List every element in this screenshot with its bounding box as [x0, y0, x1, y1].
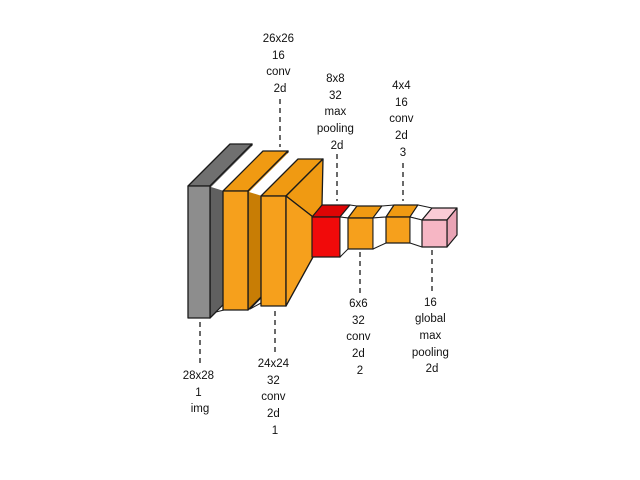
- layer-box-conv2d-1: [260, 158, 324, 307]
- connector-front-face: [409, 216, 423, 248]
- conv2d-1-front-face: [260, 195, 287, 307]
- connector-front-face: [372, 216, 387, 250]
- label-input-image: 28x28 1 img: [183, 370, 218, 415]
- label-global-max-pooling2d: 16 global max pooling 2d: [412, 297, 452, 375]
- label-conv2d-3: 4x4 16 conv 2d 3: [389, 80, 417, 159]
- label-max-pooling2d: 8x8 32 max pooling 2d: [317, 73, 357, 152]
- connector-conv2d-3-global-pooling: [409, 204, 433, 248]
- label-conv2d-1: 24x24 32 conv 2d 1: [258, 358, 293, 437]
- layer-box-global-max-pooling2d: [421, 207, 458, 248]
- diagram-shapes: [187, 143, 458, 319]
- label-conv2d: 26x26 16 conv 2d: [263, 33, 298, 95]
- max-pooling2d-front-face: [311, 216, 341, 258]
- conv2d-3-front-face: [385, 216, 411, 244]
- global-max-pooling2d-front-face: [421, 219, 448, 248]
- layer-labels: 26x26 16 conv 2d 8x8 32 max pooling 2d 4…: [183, 33, 452, 437]
- gap-conv2d-conv2d1: [249, 152, 298, 196]
- input-image-front-face: [187, 185, 211, 319]
- conv2d-front-face: [222, 190, 249, 311]
- connector-front-face: [339, 216, 349, 258]
- gap-input-conv2d: [211, 145, 264, 191]
- leader-lines: [199, 99, 433, 366]
- label-conv2d-2: 6x6 32 conv 2d 2: [346, 298, 374, 377]
- conv2d-2-front-face: [347, 217, 374, 250]
